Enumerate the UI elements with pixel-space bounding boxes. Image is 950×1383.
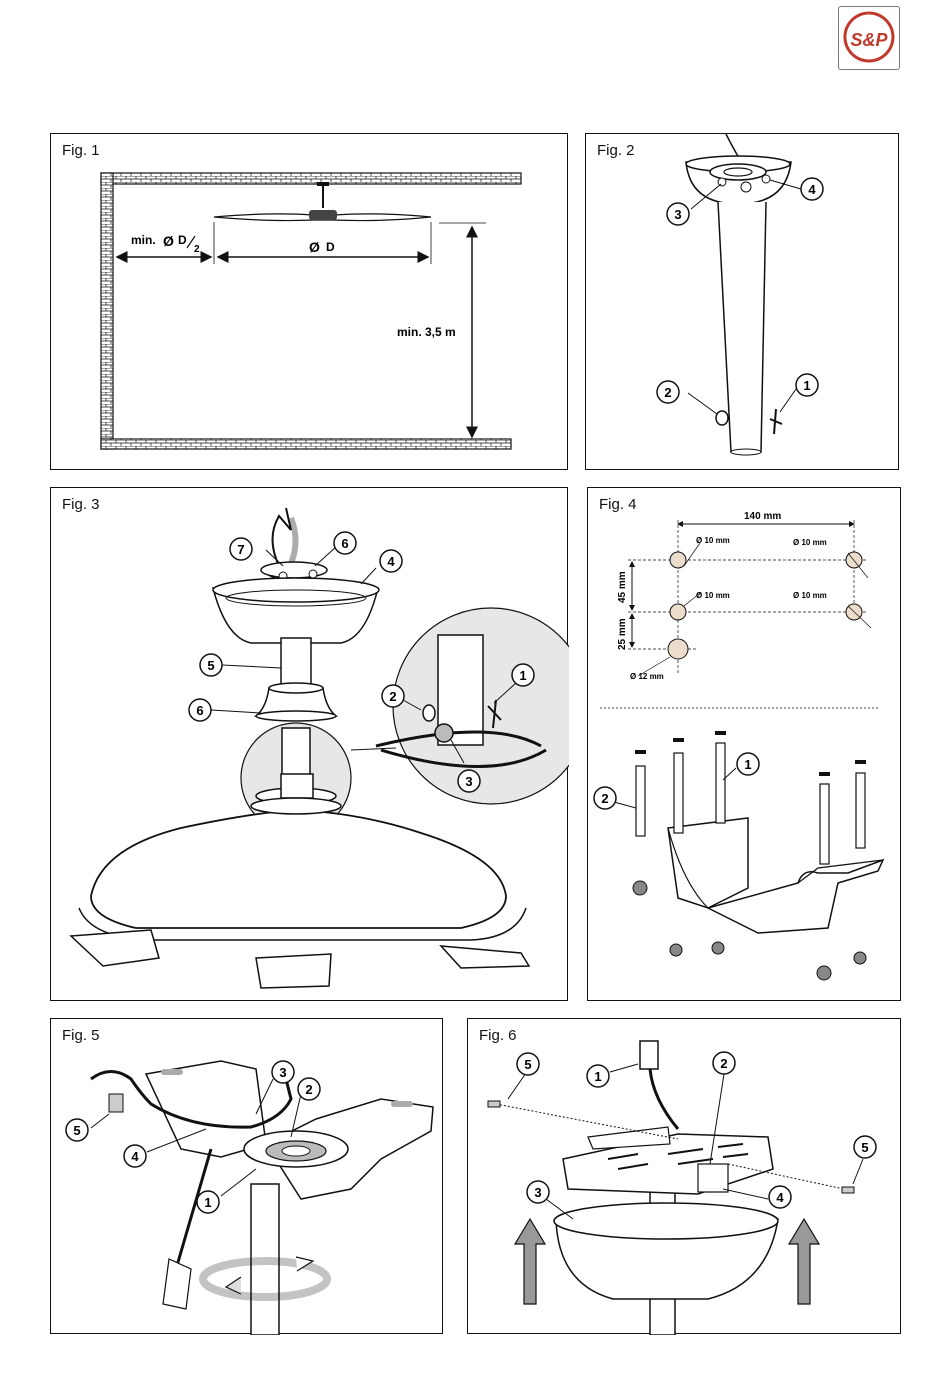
hole-label-c: Ø 10 mm [696, 591, 730, 600]
wall [101, 173, 113, 449]
sp-logo-icon: S&P [839, 7, 899, 69]
callout-6-lower: 6 [189, 699, 211, 721]
svg-text:6: 6 [341, 536, 348, 551]
svg-text:4: 4 [808, 182, 816, 197]
down-rod [281, 638, 311, 690]
svg-text:1: 1 [803, 378, 810, 393]
figure-4-drawing: 140 mm 45 mm 25 mm Ø 10 mm Ø 10 mm Ø 10 … [588, 488, 902, 1002]
width-dimension: 140 mm [744, 511, 781, 522]
ground-icon [741, 182, 751, 192]
callout-5: 5 [200, 654, 222, 676]
callout-2: 2 [298, 1078, 320, 1100]
callout-3: 3 [272, 1061, 294, 1083]
callout-1: 1 [587, 1065, 609, 1087]
ceiling [101, 173, 521, 184]
figure-1-drawing: min. Ø D 2 Ø D min. 3,5 m [51, 134, 569, 471]
half-diameter-text: D [178, 233, 187, 247]
callout-2: 2 [657, 381, 679, 403]
diameter-symbol: Ø [309, 239, 320, 255]
callout-1: 1 [737, 753, 759, 775]
callout-5-right: 5 [854, 1136, 876, 1158]
figure-3-drawing: 1 2 3 4 5 6 6 7 [51, 488, 569, 1002]
figure-6-panel: Fig. 6 1 [467, 1018, 901, 1334]
figure-5-panel: Fig. 5 1 2 [50, 1018, 443, 1334]
motor-housing [91, 810, 506, 928]
figure-2-panel: Fig. 2 1 2 3 4 [585, 133, 899, 470]
height-dimension-45: 45 mm [617, 571, 628, 603]
svg-text:2: 2 [305, 1082, 312, 1097]
svg-text:4: 4 [131, 1149, 139, 1164]
figure-3-panel: Fig. 3 [50, 487, 568, 1001]
svg-text:2: 2 [664, 385, 671, 400]
svg-text:1: 1 [594, 1069, 601, 1084]
hole-label-a: Ø 10 mm [696, 536, 730, 545]
figure-4-panel: Fig. 4 140 mm 45 mm 25 mm Ø 10 mm Ø 10 m… [587, 487, 901, 1001]
svg-text:1: 1 [744, 757, 751, 772]
callout-3: 3 [527, 1181, 549, 1203]
svg-text:5: 5 [524, 1057, 531, 1072]
floor [101, 439, 511, 449]
hole-label-e: Ø 12 mm [630, 672, 664, 681]
height-dimension: min. 3,5 m [397, 325, 456, 339]
svg-text:6: 6 [196, 703, 203, 718]
svg-text:5: 5 [207, 658, 214, 673]
logo-text: S&P [850, 30, 888, 50]
callout-6-upper: 6 [334, 532, 356, 554]
callout-4: 4 [801, 178, 823, 200]
svg-text:2: 2 [601, 791, 608, 806]
svg-text:3: 3 [465, 774, 472, 789]
svg-text:3: 3 [279, 1065, 286, 1080]
callout-1: 1 [512, 664, 534, 686]
height-dimension-25: 25 mm [617, 618, 628, 650]
callout-4: 4 [769, 1186, 791, 1208]
svg-text:2: 2 [720, 1056, 727, 1071]
svg-text:5: 5 [861, 1140, 868, 1155]
diameter-text: D [326, 240, 335, 254]
callout-2: 2 [382, 685, 404, 707]
callout-7: 7 [230, 538, 252, 560]
svg-text:4: 4 [387, 554, 395, 569]
ceiling-fan-icon [214, 182, 431, 221]
svg-text:7: 7 [237, 542, 244, 557]
figure-6-drawing: 1 2 3 4 5 5 [468, 1019, 902, 1335]
svg-text:3: 3 [674, 207, 681, 222]
hole-label-d: Ø 10 mm [793, 591, 827, 600]
half-diameter-sub: 2 [194, 244, 200, 255]
svg-text:3: 3 [534, 1185, 541, 1200]
svg-text:4: 4 [776, 1190, 784, 1205]
svg-text:5: 5 [73, 1123, 80, 1138]
callout-3: 3 [458, 770, 480, 792]
figure-5-drawing: 1 2 3 4 5 [51, 1019, 444, 1335]
callout-1: 1 [796, 374, 818, 396]
half-diameter-symbol: Ø [163, 233, 174, 249]
callout-2: 2 [594, 787, 616, 809]
callout-4: 4 [380, 550, 402, 572]
svg-text:2: 2 [389, 689, 396, 704]
callout-3: 3 [667, 203, 689, 225]
svg-text:1: 1 [204, 1195, 211, 1210]
callout-5: 5 [66, 1119, 88, 1141]
figure-2-drawing: 1 2 3 4 [586, 134, 900, 471]
hole-label-b: Ø 10 mm [793, 538, 827, 547]
half-diameter-prefix: min. [131, 233, 156, 247]
callout-4: 4 [124, 1145, 146, 1167]
callout-1: 1 [197, 1191, 219, 1213]
svg-text:1: 1 [519, 668, 526, 683]
brand-logo: S&P [838, 6, 900, 70]
callout-5-left: 5 [517, 1053, 539, 1075]
callout-2: 2 [713, 1052, 735, 1074]
figure-1-panel: Fig. 1 [50, 133, 568, 470]
